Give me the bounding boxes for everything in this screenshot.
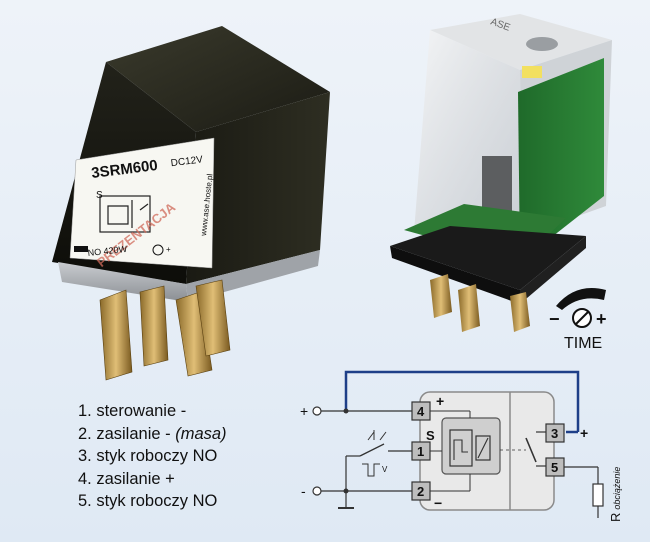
load-sub: obciążenie <box>612 467 622 510</box>
v-label: V <box>382 465 388 474</box>
time-knob-symbol <box>152 244 164 256</box>
pushbutton-icon <box>367 430 387 441</box>
plus-terminal <box>312 406 322 416</box>
pulse-icon <box>362 463 380 477</box>
legend-item-5: 5. styk roboczy NO <box>78 490 338 513</box>
relay-terminals <box>99 279 231 381</box>
pin-3-box <box>545 423 565 443</box>
switch-icon <box>359 443 385 457</box>
legend-item-4: 4. zasilanie + <box>78 468 338 491</box>
pin-2: 2 <box>417 484 424 499</box>
label-time-plus: + <box>166 245 171 254</box>
time-arc-icon <box>556 288 606 310</box>
time-minus: − <box>549 309 560 329</box>
inner-minus: − <box>434 495 442 511</box>
plus-out-label: + <box>580 425 588 441</box>
pin-5: 5 <box>551 460 558 475</box>
legend-item-3: 3. styk roboczy NO <box>78 445 338 468</box>
label-load: NO 420W <box>87 244 128 258</box>
label-schematic <box>99 195 151 233</box>
load-resistor-icon <box>592 483 604 507</box>
wiring-diagram: 4 1 2 3 5 + S − + - V + Robciążenie <box>300 370 623 522</box>
pin-4: 4 <box>417 404 425 419</box>
product-label <box>69 137 215 269</box>
time-label: TIME <box>564 335 602 352</box>
label-voltage: DC12V <box>170 154 204 169</box>
s-label: S <box>426 428 435 443</box>
legend-text: 3. styk roboczy NO <box>78 447 218 465</box>
pin-1: 1 <box>417 444 424 459</box>
label-terminal-s: S <box>96 190 103 201</box>
minus-in-label: - <box>301 483 306 499</box>
legend-text: 4. zasilanie + <box>78 469 175 488</box>
pin-3: 3 <box>551 426 558 441</box>
legend-item-2: 2. zasilanie - (masa) <box>78 423 338 446</box>
legend-italic: (masa) <box>175 424 227 443</box>
legend-text: 2. zasilanie - <box>78 424 176 443</box>
plus-in-label: + <box>300 403 308 419</box>
legend-text: 5. styk roboczy NO <box>78 492 218 510</box>
load-r: R <box>608 513 623 522</box>
legend-item-1: 1. sterowanie - <box>78 400 338 423</box>
pin-legend: 1. sterowanie - 2. zasilanie - (masa) 3.… <box>78 400 338 513</box>
closed-relay-illustration: 3SRM600 DC12V S PREZENTACJA www.ase.host… <box>52 26 330 381</box>
load-label: Robciążenie <box>608 467 623 522</box>
legend-text: 1. sterowanie - <box>78 402 187 420</box>
minus-terminal <box>312 486 322 496</box>
open-relay-illustration: ASE <box>390 14 612 332</box>
inner-plus: + <box>436 393 444 409</box>
time-control: − + TIME <box>549 288 607 352</box>
blue-wire <box>344 370 580 432</box>
time-plus: + <box>596 309 607 329</box>
label-black-bar <box>74 246 88 252</box>
